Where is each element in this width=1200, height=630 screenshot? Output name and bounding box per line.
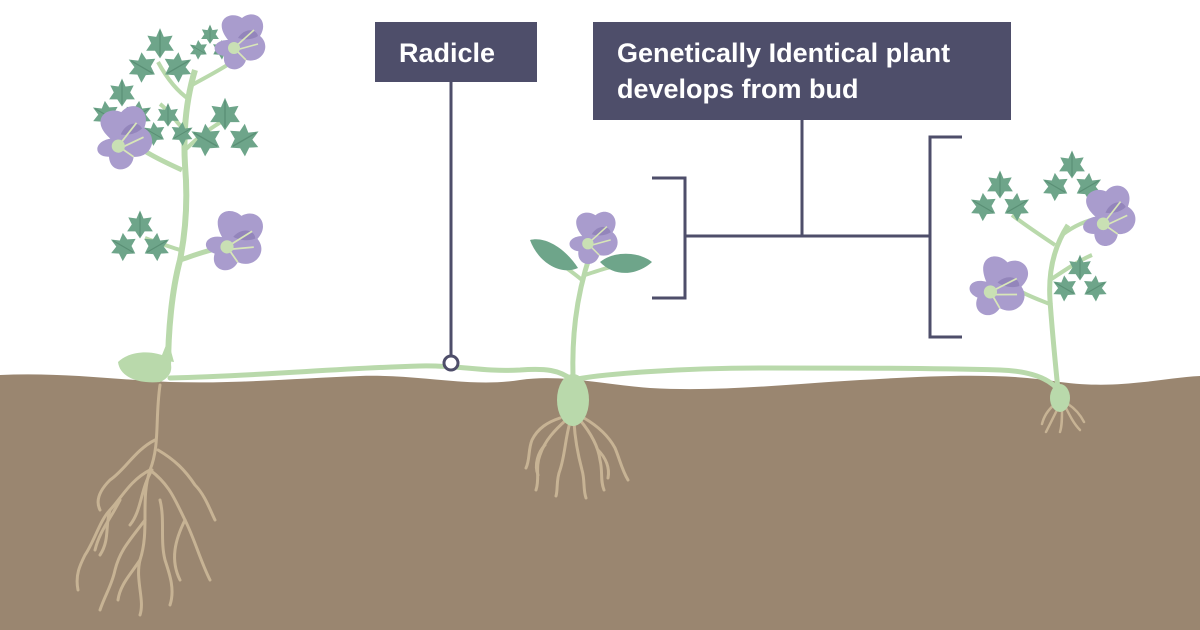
- label-radicle-text: Radicle: [399, 38, 496, 68]
- soil: [0, 374, 1200, 630]
- plant-parent: [87, 13, 269, 383]
- plant-offspring-middle: [530, 210, 652, 426]
- label-bud-line-1: Genetically Identical plant: [617, 38, 951, 68]
- plant-offspring-right: [962, 150, 1141, 412]
- label-radicle: Radicle: [375, 22, 537, 82]
- roots-middle: [524, 416, 630, 500]
- bracket-right: [928, 135, 962, 339]
- callout-radicle: [442, 82, 460, 372]
- label-bud-line-2: develops from bud: [617, 74, 859, 104]
- bracket-middle: [652, 176, 687, 300]
- label-bud: Genetically Identical plant develops fro…: [593, 22, 1011, 120]
- callout-bud: [652, 120, 962, 339]
- roots-left: [75, 383, 217, 617]
